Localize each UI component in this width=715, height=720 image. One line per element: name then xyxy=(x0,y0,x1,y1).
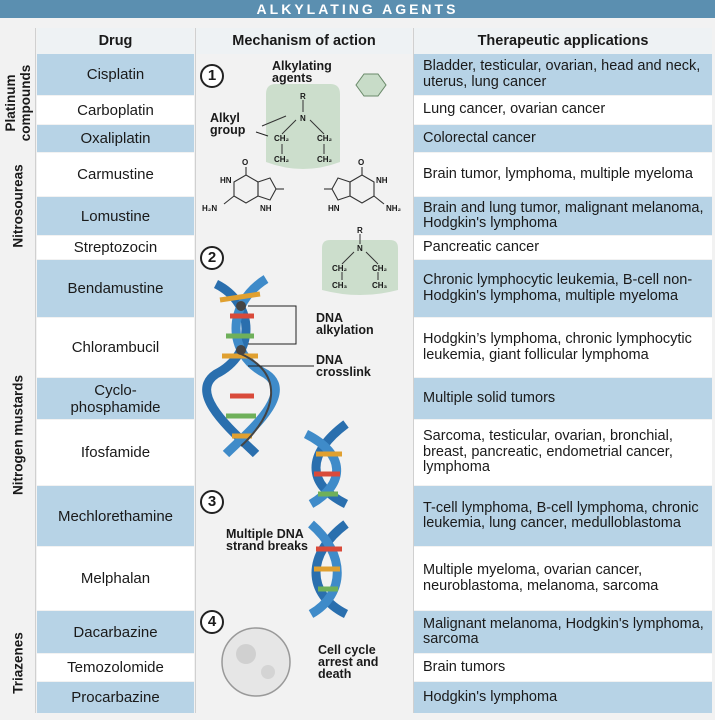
drug-cell: Carmustine xyxy=(37,153,194,197)
drug-cell: Ifosfamide xyxy=(37,420,194,486)
application-cell: Sarcoma, testicular, ovarian, bronchial,… xyxy=(414,420,712,486)
alkyl-agent-shape xyxy=(266,84,340,169)
agent-hexagon-icon xyxy=(355,73,387,97)
column-divider xyxy=(413,28,414,713)
drug-cell: Streptozocin xyxy=(37,236,194,260)
mechanism-diagram: 1 2 3 4 Alkylating agents Alkyl group DN… xyxy=(196,54,412,714)
label-dna-alkylation: DNA alkylation xyxy=(316,311,374,337)
drug-cell: Cisplatin xyxy=(37,54,194,96)
chem-label: O xyxy=(242,158,249,167)
chem-label: R xyxy=(357,226,363,235)
guanine-right xyxy=(324,167,385,205)
label-strand-breaks: Multiple DNA strand breaks xyxy=(226,527,308,553)
chem-label: R xyxy=(300,92,306,101)
chem-label: O xyxy=(358,158,365,167)
column-divider xyxy=(35,28,36,713)
category-label: Platinum compounds xyxy=(3,64,33,142)
chem-label: H₂N xyxy=(202,204,218,213)
chem-label: CH₂ xyxy=(274,155,290,164)
cell-icon xyxy=(221,627,291,697)
application-cell: Malignant melanoma, Hodgkin's lymphoma, … xyxy=(414,611,712,654)
category-nitrogen-mustards: Nitrogen mustards xyxy=(3,260,33,610)
application-cell: Chronic lymphocytic leukemia, B-cell non… xyxy=(414,260,712,318)
chem-label: CH₂ xyxy=(332,264,348,273)
chem-label: CH₂ xyxy=(274,134,290,143)
mustard-structure-2 xyxy=(341,234,379,280)
dna-helix-2 xyxy=(303,420,349,619)
chem-label: CH₂ xyxy=(317,155,333,164)
drug-cell: Temozolomide xyxy=(37,654,194,682)
dna-helix-1 xyxy=(202,275,280,458)
chem-label: HN xyxy=(328,204,340,213)
header-drug: Drug xyxy=(37,28,194,54)
application-cell: T-cell lymphoma, B-cell lymphoma, chroni… xyxy=(414,486,712,547)
drug-cell: Bendamustine xyxy=(37,260,194,318)
application-cell: Hodgkin's lymphoma xyxy=(414,682,712,714)
category-label: Triazenes xyxy=(10,631,26,694)
drug-cell: Procarbazine xyxy=(37,682,194,714)
chem-label: NH₂ xyxy=(386,204,402,213)
step-2-badge: 2 xyxy=(200,246,224,270)
category-nitrosoureas: Nitrosoureas xyxy=(3,153,33,259)
drug-cell: Carboplatin xyxy=(37,96,194,125)
chem-label: NH xyxy=(376,176,388,185)
application-cell: Brain tumors xyxy=(414,654,712,682)
step-1-badge: 1 xyxy=(200,64,224,88)
alkyl-agent-shape-2 xyxy=(322,240,398,295)
drug-cell: Chlorambucil xyxy=(37,318,194,378)
category-triazenes: Triazenes xyxy=(3,611,33,714)
label-cell-death: Cell cycle arrest and death xyxy=(318,643,379,681)
label-dna-crosslink: DNA crosslink xyxy=(316,353,371,379)
application-cell: Bladder, testicular, ovarian, head and n… xyxy=(414,54,712,96)
chem-label: N xyxy=(357,244,363,253)
chem-label: N xyxy=(300,114,306,123)
mustard-structure-1 xyxy=(261,100,325,154)
chem-label: HN xyxy=(220,176,232,185)
application-cell: Brain tumor, lymphoma, multiple myeloma xyxy=(414,153,712,197)
application-cell: Lung cancer, ovarian cancer xyxy=(414,96,712,125)
header-mechanism: Mechanism of action xyxy=(196,28,412,54)
application-cell: Brain and lung tumor, malignant melanoma… xyxy=(414,197,712,236)
application-cell: Multiple solid tumors xyxy=(414,378,712,420)
label-alkyl-group: Alkyl group xyxy=(210,111,246,137)
drug-cell: Dacarbazine xyxy=(37,611,194,654)
application-cell: Pancreatic cancer xyxy=(414,236,712,260)
label-alkylating-agents: Alkylating agents xyxy=(272,59,332,85)
chem-label: CH₂ xyxy=(372,264,388,273)
drug-cell: Oxaliplatin xyxy=(37,125,194,153)
drug-cell: Cyclo- phosphamide xyxy=(37,378,194,420)
chem-label: CH₃ xyxy=(332,281,348,290)
mechanism-illustration xyxy=(202,73,398,697)
header-applications: Therapeutic applications xyxy=(414,28,712,54)
step-3-badge: 3 xyxy=(200,490,224,514)
category-platinum: Platinum compounds xyxy=(3,54,33,152)
chem-label: NH xyxy=(260,204,272,213)
application-cell: Hodgkin’s lymphoma, chronic lymphocytic … xyxy=(414,318,712,378)
category-label: Nitrogen mustards xyxy=(10,374,26,496)
application-cell: Colorectal cancer xyxy=(414,125,712,153)
chem-label: CH₃ xyxy=(372,281,388,290)
application-cell: Multiple myeloma, ovarian cancer, neurob… xyxy=(414,547,712,611)
step-4-badge: 4 xyxy=(200,610,224,634)
category-label: Nitrosoureas xyxy=(10,164,26,248)
page-title: ALKYLATING AGENTS xyxy=(0,0,715,18)
drug-cell: Melphalan xyxy=(37,547,194,611)
leader-lines xyxy=(248,131,314,367)
column-divider xyxy=(195,28,196,713)
drug-cell: Mechlorethamine xyxy=(37,486,194,547)
chem-label: CH₂ xyxy=(317,134,333,143)
guanine-left xyxy=(223,167,284,205)
drug-cell: Lomustine xyxy=(37,197,194,236)
